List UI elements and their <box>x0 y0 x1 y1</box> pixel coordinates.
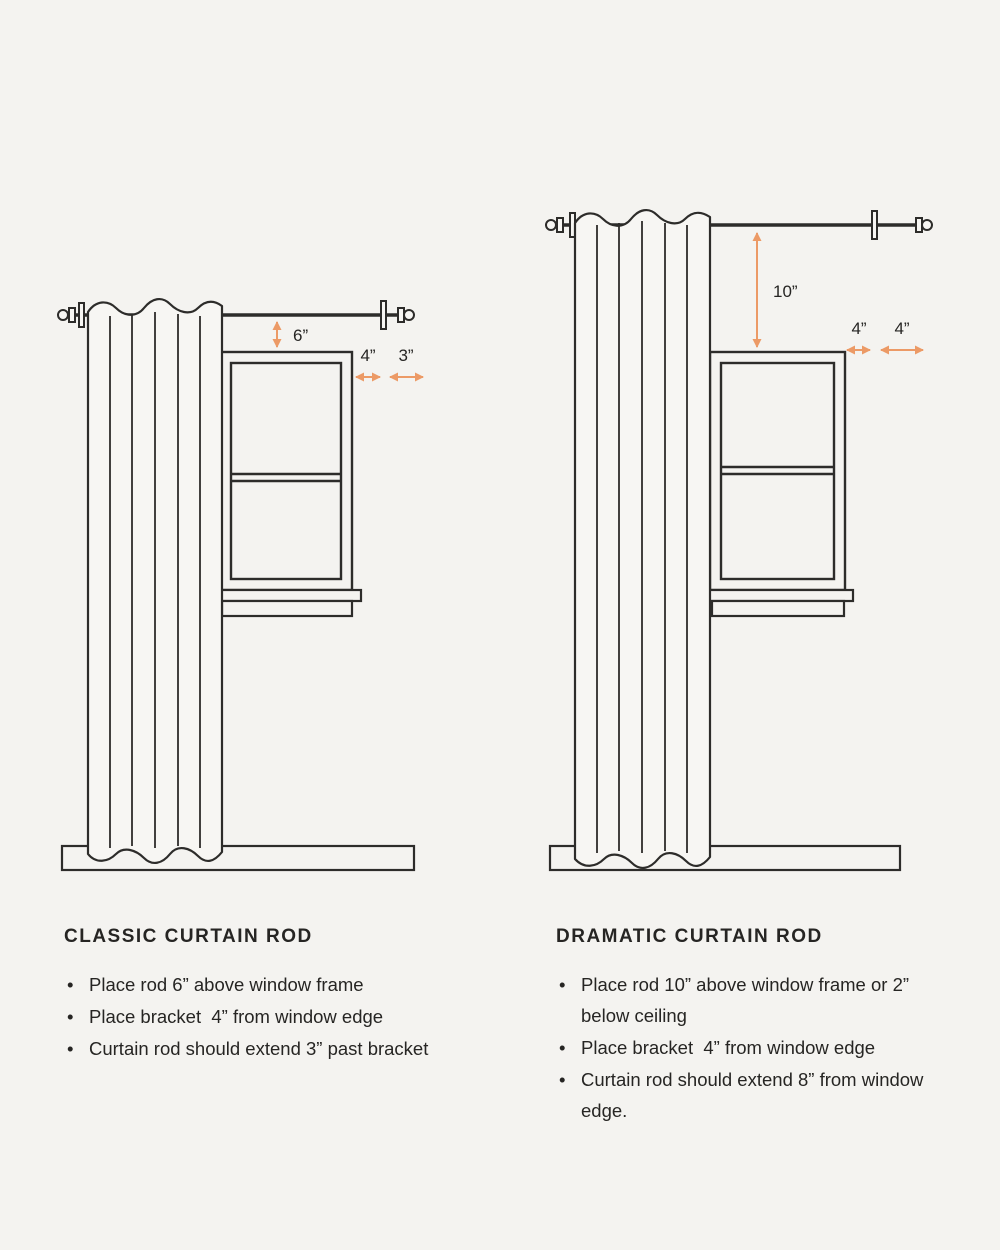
dramatic-instructions: Place rod 10” above window frame or 2” b… <box>556 969 956 1126</box>
window-inner-frame <box>719 361 836 581</box>
rod-bracket-left <box>78 302 85 328</box>
rod-extension-label: 4” <box>894 319 909 338</box>
rod-bracket-right <box>380 300 387 330</box>
window-apron <box>710 599 846 618</box>
rod-extension-label: 3” <box>398 346 413 365</box>
window-inner-frame <box>229 361 343 581</box>
rod-finial-left <box>545 219 557 231</box>
rod-bracket-right <box>871 210 878 240</box>
instruction-item: Place rod 6” above window frame <box>64 969 456 1000</box>
dimension-arrows: 10” 4” 4” <box>752 232 924 355</box>
dramatic-diagram-svg: 10” 4” 4” <box>545 209 933 872</box>
rod-height-label: 6” <box>293 326 308 345</box>
instruction-item: Curtain rod should extend 8” from window… <box>556 1064 956 1126</box>
curtain-panel <box>573 209 712 869</box>
window-outer-frame <box>708 350 847 592</box>
instruction-item: Place rod 10” above window frame or 2” b… <box>556 969 956 1031</box>
rod-finial-right <box>921 219 933 231</box>
classic-instructions: Place rod 6” above window frame Place br… <box>64 969 456 1064</box>
rod-finial-left <box>57 309 69 321</box>
window <box>211 350 363 618</box>
bracket-distance-label: 4” <box>851 319 866 338</box>
instruction-item: Place bracket 4” from window edge <box>556 1032 956 1063</box>
rod-height-label: 10” <box>773 282 798 301</box>
dimension-arrows: 6” 4” 3” <box>272 321 424 382</box>
dramatic-title: DRAMATIC CURTAIN ROD <box>556 926 823 947</box>
window <box>701 350 855 618</box>
classic-caption: CLASSIC CURTAIN ROD Place rod 6” above w… <box>64 926 456 1065</box>
rod-finial-right <box>403 309 415 321</box>
curtain-panel <box>86 298 224 864</box>
classic-diagram-svg: 6” 4” 3” <box>57 298 424 872</box>
window-outer-frame <box>218 350 354 592</box>
dramatic-caption: DRAMATIC CURTAIN ROD Place rod 10” above… <box>556 926 956 1127</box>
instruction-item: Curtain rod should extend 3” past bracke… <box>64 1033 456 1064</box>
bracket-distance-label: 4” <box>360 346 375 365</box>
window-apron <box>220 599 354 618</box>
instruction-item: Place bracket 4” from window edge <box>64 1001 456 1032</box>
window-sill <box>211 588 363 603</box>
window-sill <box>701 588 855 603</box>
classic-title: CLASSIC CURTAIN ROD <box>64 926 313 947</box>
